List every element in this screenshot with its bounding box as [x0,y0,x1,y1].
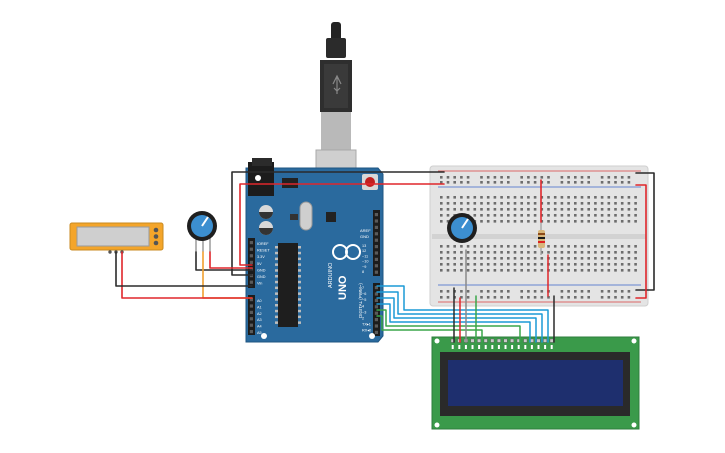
wire-5v-top[interactable] [239,183,445,266]
wire-d-blue-3[interactable] [376,297,537,343]
wire-gnd-top[interactable] [231,171,445,276]
digital-pin-label: ~6 [362,292,366,296]
resistor[interactable] [538,222,545,255]
power-pin-label: IOREF [257,242,269,246]
digital-pin-label: 7 [362,286,364,290]
digital-header-top[interactable] [373,210,380,276]
digital-pin-label: 12 [362,249,366,253]
wire-pot-red[interactable] [209,251,253,269]
analog-label: ANALOG IN [240,310,245,332]
power-pin-label: RESET [257,249,270,253]
power-pin-label: GND [257,268,266,272]
digital-pin-label: ~3 [362,310,366,314]
digital-pin-label: 4 [362,304,364,308]
wires[interactable] [115,171,655,343]
wire-rail-right-black[interactable] [635,172,655,291]
analog-pin-label: A4 [257,325,262,329]
aref-label: AREF [360,228,371,233]
digital-pin-label: 8 [362,270,364,274]
wire-sensor-black[interactable] [115,251,253,287]
digital-pin-label: 2 [362,317,364,321]
power-pin-label: Vin [257,282,262,286]
arduino-uno-board[interactable]: ARDUINO UNO DIGITAL (PWM~) POWER ANALOG … [240,22,384,343]
wire-d-green-1[interactable] [376,309,521,343]
lcd-16x2[interactable] [431,336,640,430]
analog-pin-label: A0 [257,299,262,303]
brand-label: ARDUINO [328,262,334,288]
digital-header-label: DIGITAL (PWM~) [358,283,363,318]
wire-d-blue-4[interactable] [376,303,531,343]
wire-rail-right-red[interactable] [635,184,647,299]
sensor-module[interactable] [69,222,164,254]
analog-pin-label: A5 [257,331,262,335]
potentiometer-left[interactable] [187,211,217,252]
arduino-logo [332,244,361,260]
potentiometer-breadboard[interactable] [447,213,477,243]
usb-cable[interactable] [315,22,357,191]
model-label: UNO [337,275,349,300]
wire-pot-black[interactable] [195,251,253,271]
analog-header[interactable] [248,295,255,335]
analog-pin-label: A3 [257,318,262,322]
digital-pin-label: TX▸1 [362,323,371,327]
wire-d-green-2[interactable] [376,315,483,343]
wire-d-blue-1[interactable] [376,285,549,343]
digital-pin-label: ~11 [362,254,368,258]
digital-pin-label: ~10 [362,260,368,264]
wire-sensor-red[interactable] [121,251,253,299]
power-pin-label: GND [257,275,266,279]
digital-pin-label: 13 [362,244,366,248]
analog-pin-label: A2 [257,312,262,316]
digital-pin-label: ~9 [362,265,366,269]
gnd-label: GND [360,234,369,239]
analog-pin-label: A1 [257,305,262,309]
power-pin-label: 5V [257,262,262,266]
digital-pin-label: ~5 [362,298,366,302]
power-pin-label: 3.3V [257,255,265,259]
wire-d-blue-2[interactable] [376,291,543,343]
digital-pin-label: RX◂0 [362,329,371,333]
